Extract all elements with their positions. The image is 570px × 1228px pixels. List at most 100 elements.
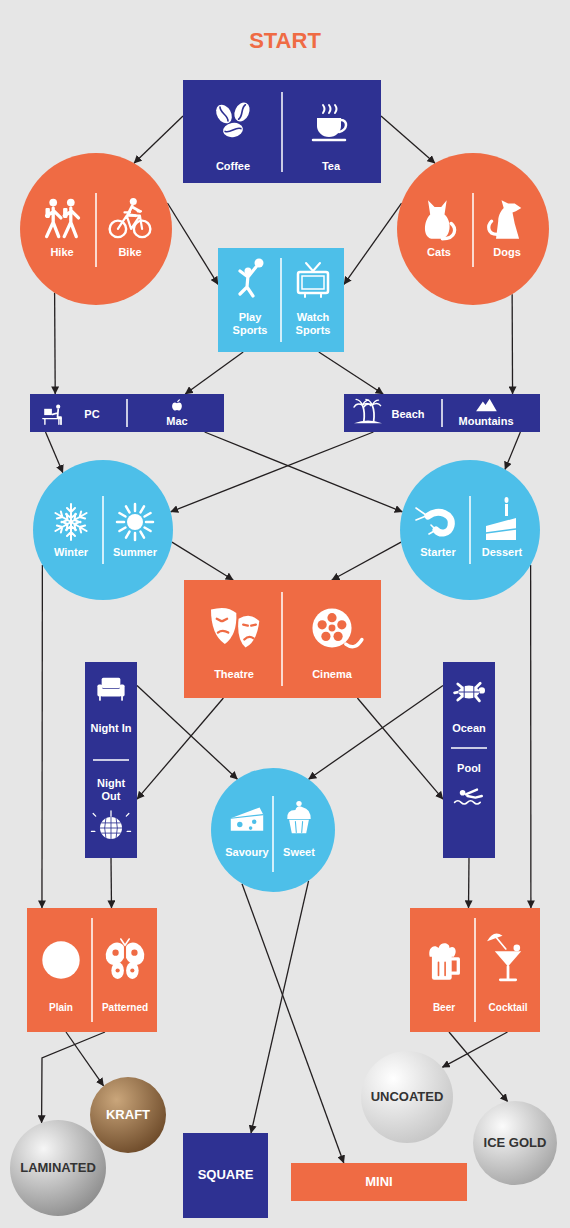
node-outline: [30, 394, 224, 432]
node-outline: [10, 1120, 106, 1216]
option-divider: [93, 759, 129, 761]
option-divider: [281, 92, 283, 172]
disk-icon: [42, 941, 79, 978]
cocktail-icon: [487, 933, 521, 979]
cheese-icon: [231, 807, 263, 830]
sofa-icon: [97, 678, 124, 700]
node-shape: [211, 768, 335, 892]
node-outline: [344, 394, 540, 432]
connector-arrow: [167, 203, 218, 284]
option-divider: [95, 193, 97, 267]
connector-arrow: [172, 542, 233, 580]
option-label: Cocktail: [477, 1002, 539, 1014]
option-label: Winter: [43, 546, 99, 559]
chart-title: START: [0, 28, 570, 54]
option-label: Dessert: [472, 546, 532, 559]
choice-circle: Starter Dessert: [400, 460, 540, 600]
node-outline: [27, 908, 157, 1032]
option-label: Dogs: [477, 246, 537, 259]
node-shape: [218, 248, 344, 352]
snow-icon: [53, 504, 89, 540]
option-label: Starter: [410, 546, 466, 559]
choice-box: OceanPool: [443, 662, 495, 858]
beer-icon: [429, 943, 458, 979]
node-outline: [443, 662, 495, 858]
option-label: Night In: [88, 722, 134, 735]
option-label: Coffee: [188, 160, 278, 173]
option-divider: [441, 399, 443, 427]
connector-arrow: [309, 686, 443, 780]
node-outline: [20, 153, 172, 305]
option-label: Pool: [446, 762, 492, 775]
choice-box: BeachMountains: [344, 394, 540, 432]
choice-circle: KRAFT: [90, 1077, 166, 1153]
option-divider: [91, 918, 93, 1022]
choice-box: SQUARE: [183, 1133, 268, 1218]
connector-arrow: [41, 565, 43, 908]
connector-arrow: [137, 698, 223, 799]
option-label: Theatre: [189, 668, 279, 681]
node-shape: [183, 80, 381, 183]
bean-icon: [213, 100, 253, 139]
connector-arrow: [251, 881, 309, 1133]
option-label: Sweet: [274, 846, 324, 859]
node-outline: [400, 460, 540, 600]
connector-arrow: [185, 352, 243, 394]
butterfly-icon: [102, 939, 148, 979]
node-outline: [397, 153, 549, 305]
player-icon: [240, 259, 264, 297]
node-shape: [30, 394, 224, 432]
connector-arrow: [319, 352, 383, 394]
connector-arrow: [171, 432, 374, 512]
choice-box: Theatre Cinema: [184, 580, 381, 698]
option-divider: [126, 399, 128, 427]
node-outline: [184, 580, 381, 698]
connector-arrow: [442, 1032, 507, 1067]
option-label: ICE GOLD: [475, 1136, 555, 1151]
option-divider: [272, 796, 274, 872]
option-label: Beer: [414, 1002, 474, 1014]
sun-icon: [117, 504, 153, 540]
connector-arrow: [505, 432, 520, 469]
cake-icon: [486, 497, 516, 540]
mask-icon: [211, 608, 259, 648]
option-label: KRAFT: [92, 1108, 164, 1123]
option-label: Summer: [105, 546, 165, 559]
swimmer-icon: [455, 790, 482, 804]
cupcake-icon: [287, 801, 310, 833]
option-label: Plain: [31, 1002, 91, 1014]
choice-circle: UNCOATED: [361, 1051, 453, 1143]
option-label: MINI: [294, 1175, 464, 1190]
option-label: Bike: [100, 246, 160, 259]
cup-icon: [313, 105, 346, 140]
node-outline: [211, 768, 335, 892]
choice-box: PlainPatterned: [27, 908, 157, 1032]
choice-circle: HikeBike: [20, 153, 172, 305]
option-label: Beach: [378, 408, 438, 421]
shrimp-icon: [416, 508, 451, 534]
option-divider: [451, 747, 487, 749]
pc-icon: [43, 405, 61, 425]
connector-arrow: [54, 293, 56, 394]
mountain-icon: [476, 399, 497, 412]
choice-circle: LAMINATED: [10, 1120, 106, 1216]
option-divider: [469, 496, 471, 564]
connector-arrow: [468, 858, 470, 908]
node-outline: [183, 80, 381, 183]
choice-box: MINI: [291, 1163, 467, 1201]
option-label: Patterned: [94, 1002, 156, 1014]
option-label: Cinema: [287, 668, 377, 681]
node-shape: [400, 460, 540, 600]
node-outline: [183, 1133, 268, 1218]
node-shape: [85, 662, 137, 858]
choice-box: PCMac: [30, 394, 224, 432]
reel-icon: [312, 608, 361, 647]
choice-circle: SavourySweet: [211, 768, 335, 892]
hiker-icon: [46, 199, 79, 237]
node-outline: [410, 908, 540, 1032]
node-shape: [20, 153, 172, 305]
node-shape: [397, 153, 549, 305]
node-shape: [184, 580, 381, 698]
choice-box: Play SportsWatch Sports: [218, 248, 344, 352]
